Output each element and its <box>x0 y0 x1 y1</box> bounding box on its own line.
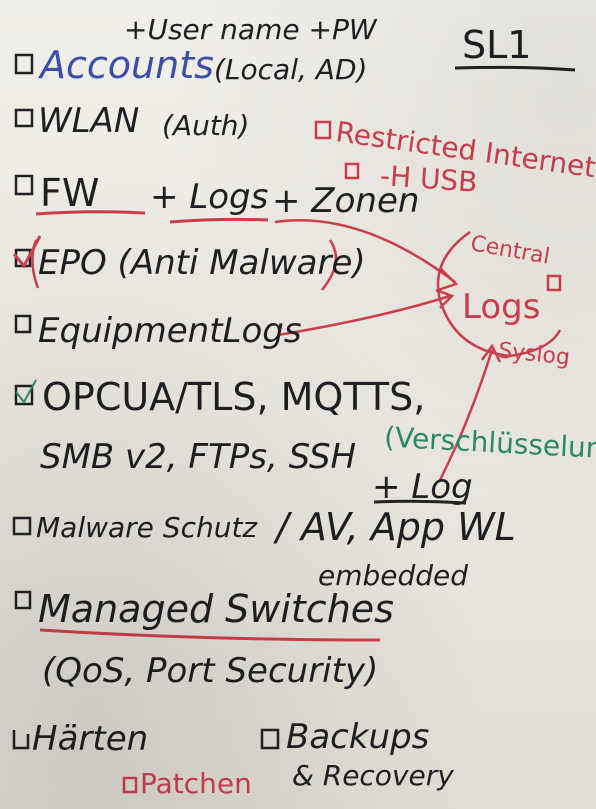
arrow-log-to-logs <box>438 349 494 481</box>
epo-bracket-right <box>321 239 338 291</box>
plus-log: + Log <box>372 467 473 507</box>
checkmark-opcua <box>15 379 37 404</box>
item-malware-sub: embedded <box>318 559 469 592</box>
checkbox-fw <box>14 174 34 196</box>
header-note: +User name +PW <box>124 13 377 46</box>
arrow-fw-to-logs <box>274 219 456 283</box>
item-accounts-detail: (Local, AD) <box>214 53 368 86</box>
item-fw-zonen: + Zonen <box>272 181 420 221</box>
arrow-fw-to-logs-head <box>437 267 459 292</box>
item-wlan-detail: (Auth) <box>162 109 250 142</box>
checkbox-switches <box>14 590 32 610</box>
checkbox-patch <box>122 776 138 794</box>
checkbox-equipment <box>14 314 32 334</box>
item-fw-label: FW <box>40 171 100 215</box>
item-switches-line2: (QoS, Port Security) <box>42 651 379 691</box>
checkbox-wlan <box>14 108 34 128</box>
underline-logs <box>169 217 269 224</box>
checkbox-malware <box>12 516 32 536</box>
sheet-id: SL1 <box>462 23 532 67</box>
item-accounts-label: Accounts <box>40 43 214 87</box>
item-epo-label: EPO (Anti Malware) <box>38 243 366 283</box>
item-malware-label: Malware Schutz <box>36 511 258 544</box>
item-wlan-label: WLAN <box>38 101 140 141</box>
epo-bracket <box>31 239 40 289</box>
checkbox-usb <box>344 162 360 180</box>
underline-fw <box>35 210 146 216</box>
central-logs-line2: Logs <box>462 287 541 327</box>
arrow-log-to-logs-head <box>480 343 502 363</box>
arrow-equipment-to-logs <box>277 294 451 337</box>
item-malware-detail: / AV, App WL <box>276 505 516 549</box>
checkbox-central <box>546 274 562 292</box>
item-opcua-line1: OPCUA/TLS, MQTTS, <box>42 375 426 419</box>
item-opcua-line2: SMB v2, FTPs, SSH <box>40 437 357 477</box>
arrow-equipment-to-logs-head <box>435 288 455 309</box>
underline-switches <box>39 628 381 642</box>
item-backups-label: Backups <box>286 717 430 757</box>
checkbox-backups <box>260 728 280 750</box>
underline-plus-log <box>373 499 467 505</box>
checkbox-restricted <box>314 120 332 140</box>
checkbox-haerten <box>12 730 30 750</box>
checkbox-opcua <box>14 384 34 406</box>
item-recovery-label: & Recovery <box>292 759 454 792</box>
central-logs-circle <box>436 230 562 358</box>
item-switches-label: Managed Switches <box>38 587 394 631</box>
item-fw-logs: + Logs <box>150 177 269 217</box>
note-patchen: Patchen <box>140 767 252 800</box>
checkbox-accounts <box>14 53 34 75</box>
sl1-underline <box>454 65 576 72</box>
item-haerten-label: Härten <box>32 719 149 759</box>
item-equipment-label: EquipmentLogs <box>38 311 302 351</box>
